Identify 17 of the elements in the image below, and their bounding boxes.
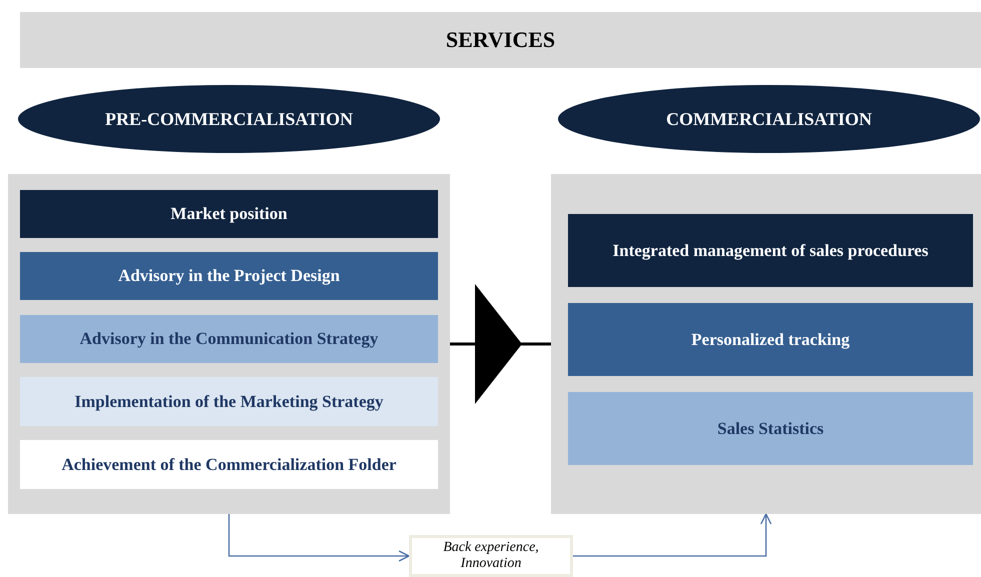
phase-ellipse: PRE-COMMERCIALISATION [18, 85, 440, 153]
service-panel [8, 174, 450, 514]
service-box: Market position [20, 190, 438, 238]
title-band: SERVICES [20, 12, 981, 68]
service-box: Advisory in the Project Design [20, 252, 438, 300]
service-box: Achievement of the Commercialization Folder [20, 440, 438, 489]
service-box: Integrated management of sales procedures [568, 214, 973, 287]
phase-ellipse: COMMERCIALISATION [558, 85, 980, 153]
service-box: Advisory in the Communication Strategy [20, 315, 438, 363]
note-box: Back experience, Innovation [409, 535, 573, 577]
arrow [573, 513, 772, 557]
arrow [228, 514, 410, 562]
service-box: Personalized tracking [568, 303, 973, 376]
service-box: Sales Statistics [568, 392, 973, 465]
service-box: Implementation of the Marketing Strategy [20, 377, 438, 426]
service-panel [551, 174, 981, 514]
chevron-arrow [450, 284, 551, 404]
